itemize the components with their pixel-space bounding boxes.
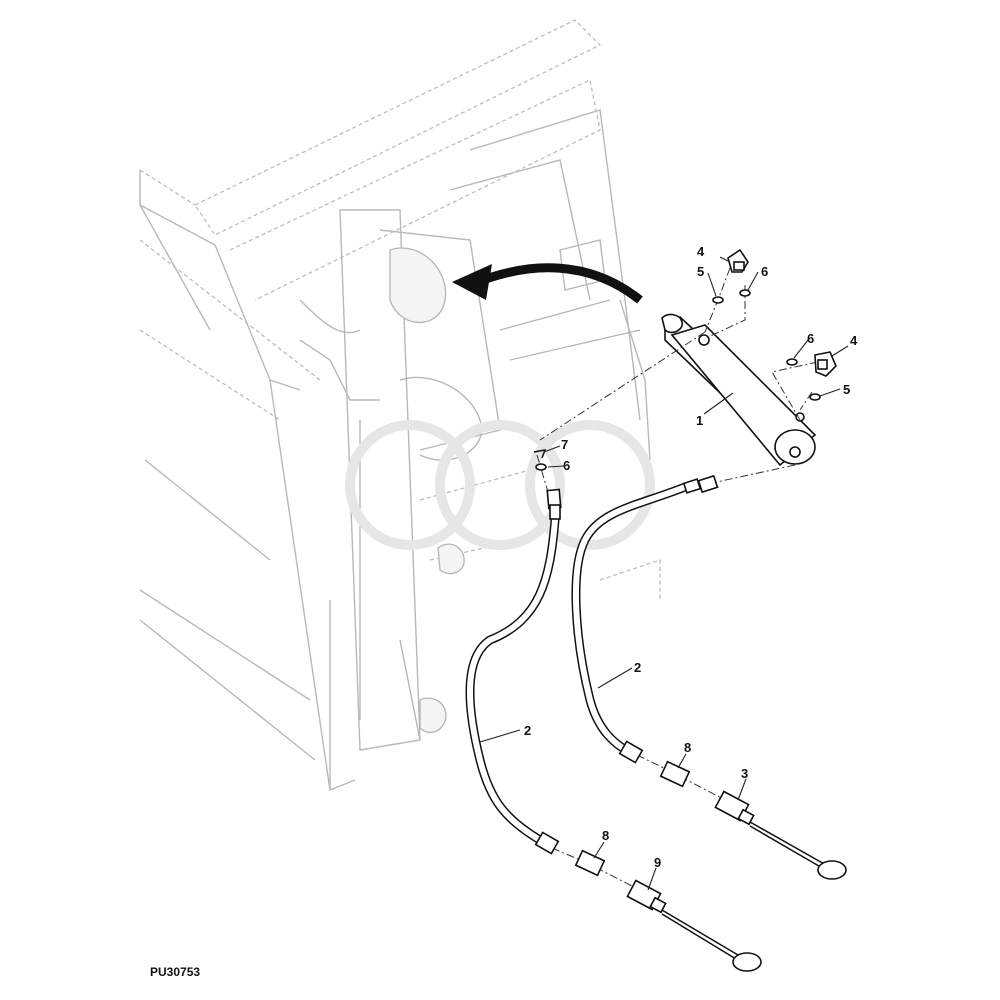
o-ring-right — [809, 393, 821, 401]
machine-frame — [139, 19, 661, 791]
washer-hose — [535, 463, 547, 471]
adapter-right — [659, 760, 691, 788]
callout-plug-left: 9 — [654, 855, 661, 870]
hose-left — [465, 488, 562, 855]
callout-adapter-left: 8 — [602, 828, 609, 843]
callout-hose-right: 2 — [634, 660, 641, 675]
callout-elbow-top: 4 — [697, 244, 705, 259]
callout-oring-right: 5 — [843, 382, 850, 397]
leader-lines — [479, 256, 849, 891]
callout-hose-left: 2 — [524, 723, 531, 738]
callout-adapter-right: 8 — [684, 740, 691, 755]
install-direction-arrow — [452, 263, 643, 304]
elbow-fitting-right — [814, 351, 837, 377]
elbow-fitting-top — [727, 248, 749, 273]
callout-washer-right: 6 — [807, 331, 814, 346]
plug-with-tether-left — [626, 879, 762, 972]
callout-cyl: 1 — [696, 413, 703, 428]
reference-code: PU30753 — [150, 965, 200, 979]
washer-right — [786, 358, 798, 366]
adapter-left — [574, 849, 606, 877]
callout-oring-top: 5 — [697, 264, 704, 279]
callout-washer-top: 6 — [761, 264, 768, 279]
callout-clip: 7 — [561, 437, 568, 452]
callout-washer-hose: 6 — [563, 458, 570, 473]
callout-elbow-right: 4 — [850, 333, 858, 348]
hose-right — [571, 474, 719, 764]
watermark-logo — [345, 420, 655, 550]
o-ring-top — [712, 296, 724, 304]
washer-top — [739, 289, 751, 297]
hydraulic-cylinder — [661, 313, 817, 467]
clip — [533, 449, 547, 459]
callout-labels: 1 2 2 3 4 4 5 5 6 6 6 7 8 8 9 — [524, 244, 858, 870]
plug-with-tether-right — [714, 790, 847, 880]
callout-plug-right: 3 — [741, 766, 748, 781]
